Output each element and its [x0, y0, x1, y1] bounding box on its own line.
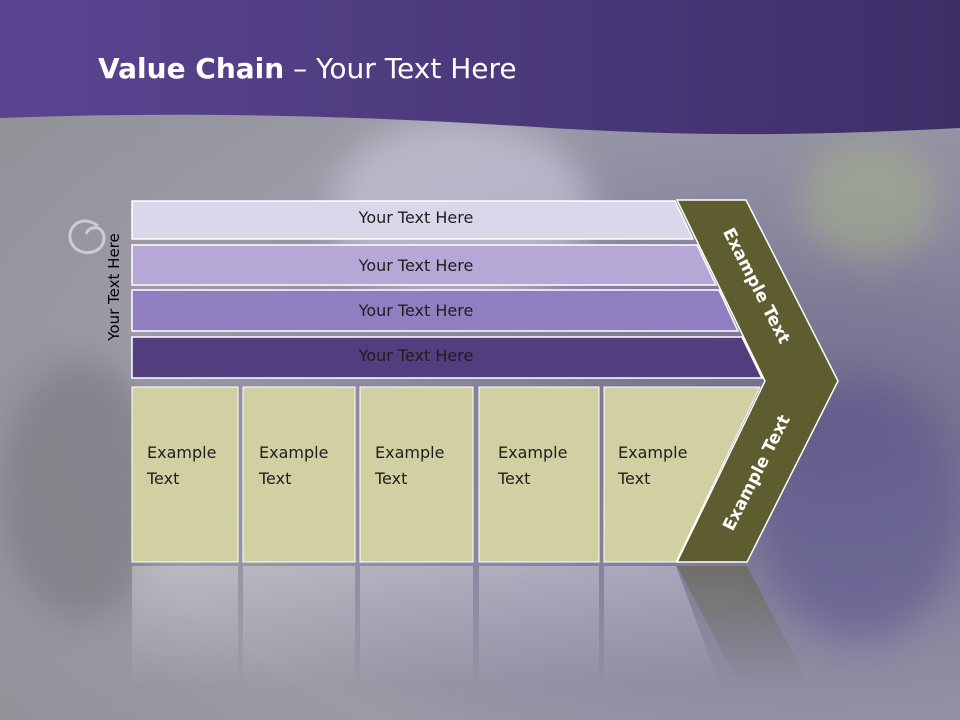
box-2-line-1: Example — [259, 443, 329, 462]
swirl-ornament — [68, 219, 106, 254]
box-4-line-2: Text — [498, 469, 531, 488]
bar-1-label: Your Text Here — [358, 208, 474, 227]
background-blob-green — [800, 140, 940, 260]
bar-1-shape — [131, 200, 695, 240]
box-1-shape — [131, 386, 239, 563]
page-title: Value Chain – Your Text Here — [98, 52, 517, 85]
bar-2-shape — [131, 244, 718, 286]
header-band — [0, 0, 960, 135]
box-3-line-1: Example — [375, 443, 445, 462]
box-1-line-1: Example — [147, 443, 217, 462]
chevron-shape — [675, 199, 839, 563]
box-4-line-1: Example — [498, 443, 568, 462]
box-3-shape — [359, 386, 474, 563]
box-2-line-2: Text — [259, 469, 292, 488]
box-shapes — [131, 386, 761, 563]
bar-3-shape — [131, 289, 740, 332]
bar-4-label: Your Text Here — [358, 346, 474, 365]
box-2-shape — [242, 386, 356, 563]
box-4-shape — [478, 386, 600, 563]
bar-2-label: Your Text Here — [358, 256, 474, 275]
side-label: Your Text Here — [105, 233, 123, 341]
bar-shapes — [131, 200, 764, 379]
bar-3-label: Your Text Here — [358, 301, 474, 320]
box-1-line-2: Text — [147, 469, 180, 488]
box-5-shape — [603, 386, 761, 563]
reflection — [132, 566, 810, 686]
title-rest: – Your Text Here — [284, 52, 517, 85]
box-5-line-2: Text — [618, 469, 651, 488]
box-3-line-2: Text — [375, 469, 408, 488]
box-5-line-1: Example — [618, 443, 688, 462]
bar-4-shape — [131, 336, 764, 379]
title-bold: Value Chain — [98, 52, 285, 85]
